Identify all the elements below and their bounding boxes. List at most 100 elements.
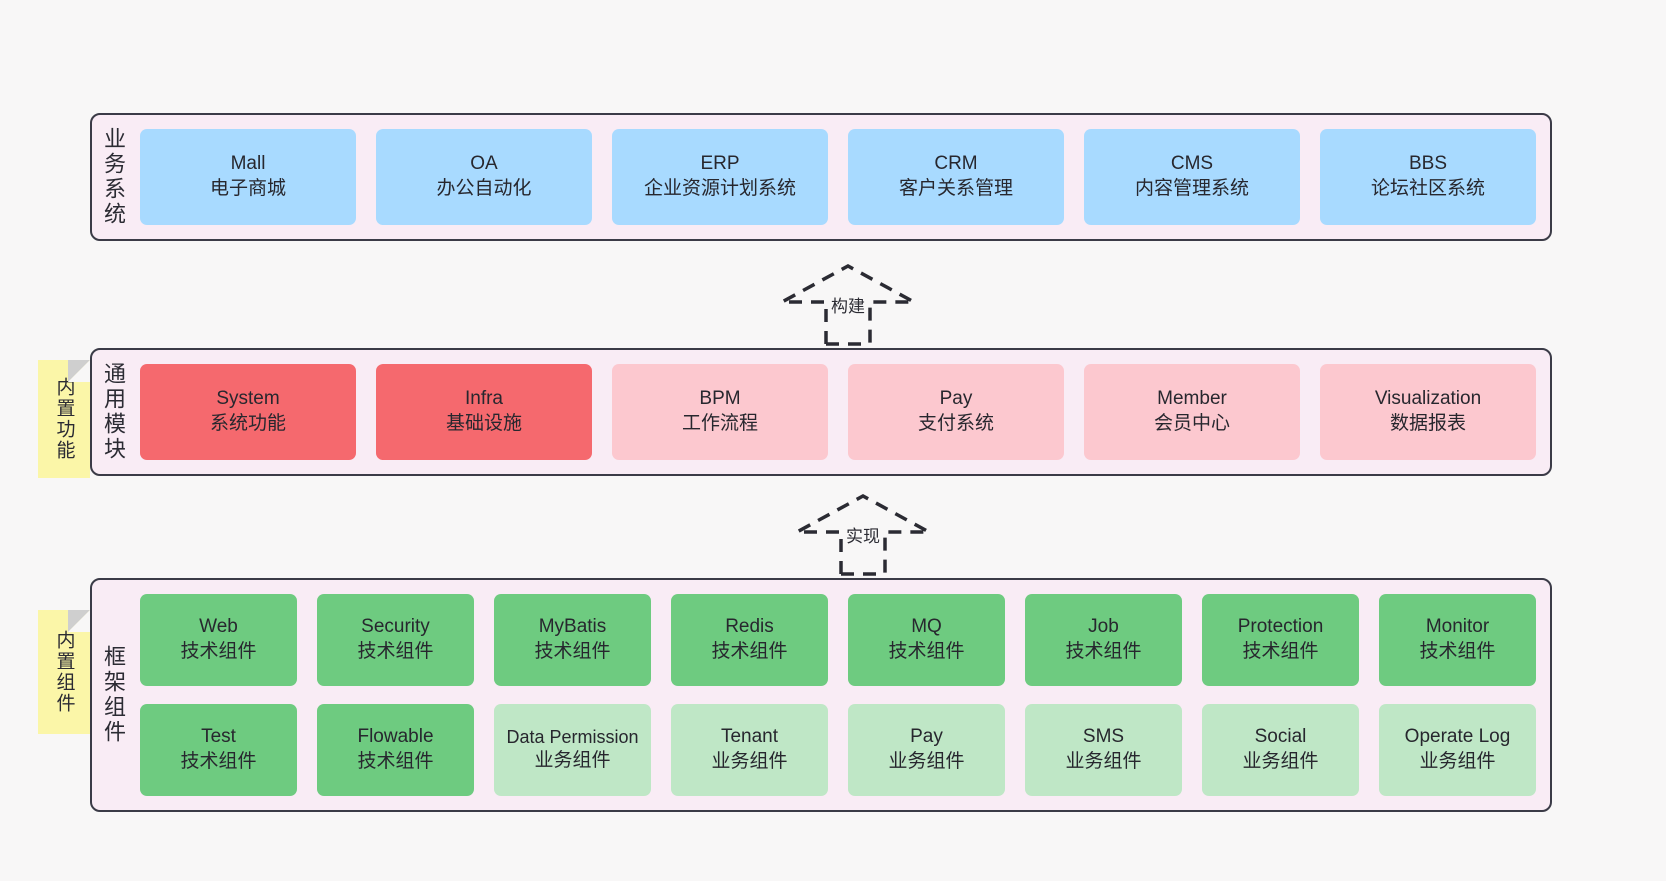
node-bbs[interactable]: BBS 论坛社区系统 [1320,129,1536,225]
node-title: Operate Log [1404,726,1511,748]
connector-label-implement: 实现 [846,527,880,546]
node-subtitle: 业务组件 [888,751,965,772]
sticky-note-builtin-component: 内置组件 [38,610,90,734]
node-cms[interactable]: CMS 内容管理系统 [1084,129,1300,225]
node-sms[interactable]: SMS 业务组件 [1025,704,1182,796]
node-subtitle: 技术组件 [357,641,434,662]
node-subtitle: 技术组件 [180,641,257,662]
node-title: MyBatis [538,616,607,638]
node-subtitle: 内容管理系统 [1134,178,1249,199]
node-title: System [216,388,280,410]
node-title: OA [470,153,498,175]
node-subtitle: 基础设施 [445,413,522,434]
node-title: Infra [464,388,504,410]
node-subtitle: 技术组件 [888,641,965,662]
connector-build: 构建 [778,262,918,348]
node-subtitle: 技术组件 [534,641,611,662]
node-row: System 系统功能 Infra 基础设施 BPM 工作流程 Pay 支付系统… [140,364,1536,460]
node-infra[interactable]: Infra 基础设施 [376,364,592,460]
node-system[interactable]: System 系统功能 [140,364,356,460]
node-security[interactable]: Security 技术组件 [317,594,474,686]
node-title: ERP [700,153,740,175]
node-row: Web 技术组件 Security 技术组件 MyBatis 技术组件 Redi… [140,594,1536,686]
layer-business-systems: 业务系统 Mall 电子商城 OA 办公自动化 ERP 企业资源计划系统 CRM… [90,113,1552,241]
dashed-hollow-arrow-up-icon [781,264,915,346]
dashed-hollow-arrow-up-icon [796,494,930,576]
sticky-note-builtin-function: 内置功能 [38,360,90,478]
note-fold-corner-icon [68,360,90,382]
layer-common-modules: 通用模块 System 系统功能 Infra 基础设施 BPM 工作流程 Pay… [90,348,1552,476]
node-pay-module[interactable]: Pay 支付系统 [848,364,1064,460]
node-title: Member [1157,388,1227,410]
node-crm[interactable]: CRM 客户关系管理 [848,129,1064,225]
node-subtitle: 会员中心 [1153,413,1230,434]
node-title: BPM [699,388,741,410]
node-title: Tenant [720,726,779,748]
node-subtitle: 技术组件 [1065,641,1142,662]
node-data-permission[interactable]: Data Permission 业务组件 [494,704,651,796]
layer-body-business-systems: Mall 电子商城 OA 办公自动化 ERP 企业资源计划系统 CRM 客户关系… [134,115,1550,239]
node-title: CRM [934,153,978,175]
node-subtitle: 数据报表 [1389,413,1466,434]
node-subtitle: 企业资源计划系统 [643,178,796,199]
node-bpm[interactable]: BPM 工作流程 [612,364,828,460]
node-subtitle: 技术组件 [357,751,434,772]
node-row: Test 技术组件 Flowable 技术组件 Data Permission … [140,704,1536,796]
node-subtitle: 业务组件 [1065,751,1142,772]
node-visualization[interactable]: Visualization 数据报表 [1320,364,1536,460]
node-pay-component[interactable]: Pay 业务组件 [848,704,1005,796]
node-subtitle: 支付系统 [917,413,994,434]
node-title: Job [1088,616,1119,638]
sticky-note-label: 内置功能 [53,377,75,461]
node-mall[interactable]: Mall 电子商城 [140,129,356,225]
node-mybatis[interactable]: MyBatis 技术组件 [494,594,651,686]
node-subtitle: 业务组件 [711,751,788,772]
node-subtitle: 业务组件 [534,750,611,772]
node-test[interactable]: Test 技术组件 [140,704,297,796]
node-mq[interactable]: MQ 技术组件 [848,594,1005,686]
sticky-note-label: 内置组件 [53,630,75,714]
node-subtitle: 业务组件 [1242,751,1319,772]
node-subtitle: 工作流程 [681,413,758,434]
node-tenant[interactable]: Tenant 业务组件 [671,704,828,796]
node-title: Flowable [357,726,434,748]
node-oa[interactable]: OA 办公自动化 [376,129,592,225]
node-title: Mall [230,153,266,175]
node-title: Pay [910,726,943,748]
node-erp[interactable]: ERP 企业资源计划系统 [612,129,828,225]
node-subtitle: 技术组件 [1419,641,1496,662]
node-title: Visualization [1374,388,1482,410]
node-flowable[interactable]: Flowable 技术组件 [317,704,474,796]
node-member[interactable]: Member 会员中心 [1084,364,1300,460]
node-title: MQ [911,616,942,638]
layer-body-common-modules: System 系统功能 Infra 基础设施 BPM 工作流程 Pay 支付系统… [134,350,1550,474]
node-subtitle: 业务组件 [1419,751,1496,772]
node-title: Social [1254,726,1307,748]
node-title: Data Permission [506,726,639,747]
node-monitor[interactable]: Monitor 技术组件 [1379,594,1536,686]
node-subtitle: 技术组件 [711,641,788,662]
connector-implement: 实现 [793,492,933,578]
node-web[interactable]: Web 技术组件 [140,594,297,686]
node-title: SMS [1082,726,1125,748]
layer-title-framework-components: 框架组件 [101,645,126,745]
layer-framework-components: 框架组件 Web 技术组件 Security 技术组件 MyBatis 技术组件… [90,578,1552,812]
node-operate-log[interactable]: Operate Log 业务组件 [1379,704,1536,796]
node-social[interactable]: Social 业务组件 [1202,704,1359,796]
node-title: Pay [939,388,973,410]
node-title: CMS [1170,153,1214,175]
node-subtitle: 技术组件 [180,751,257,772]
node-subtitle: 技术组件 [1242,641,1319,662]
node-redis[interactable]: Redis 技术组件 [671,594,828,686]
node-title: Test [201,726,236,748]
layer-title-common-modules: 通用模块 [101,362,126,462]
node-title: Protection [1237,616,1324,638]
node-subtitle: 系统功能 [209,413,286,434]
node-title: BBS [1408,153,1448,175]
node-protection[interactable]: Protection 技术组件 [1202,594,1359,686]
node-title: Web [199,616,238,638]
node-subtitle: 论坛社区系统 [1370,178,1485,199]
node-title: Monitor [1425,616,1490,638]
node-job[interactable]: Job 技术组件 [1025,594,1182,686]
